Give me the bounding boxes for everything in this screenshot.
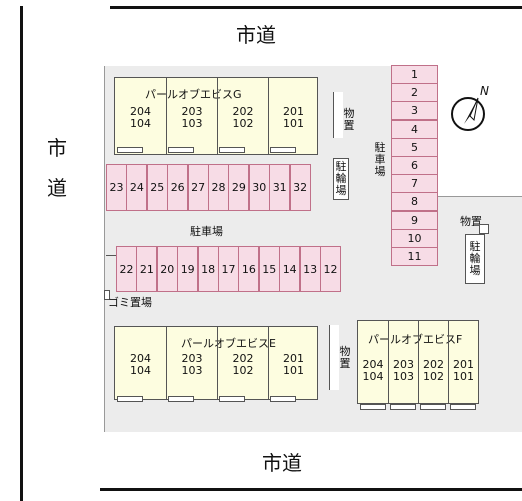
stair-e-2	[168, 396, 194, 402]
parking-space-24: 24	[126, 164, 148, 211]
parking-space-2: 2	[391, 83, 438, 103]
unit-e-1: 204 104	[130, 352, 151, 377]
parking-space-5: 5	[391, 137, 438, 157]
compass-letter: N	[480, 84, 489, 98]
parking-row-bottom-tick	[106, 255, 116, 256]
parking-space-17: 17	[218, 246, 239, 292]
parking-space-6: 6	[391, 156, 438, 175]
unit-f-2: 203 103	[388, 321, 418, 403]
parking-space-32: 32	[289, 164, 311, 211]
site-notch	[437, 66, 522, 197]
garbage-label: ゴミ置場	[108, 296, 152, 309]
stair-g-4	[270, 147, 296, 153]
parking-space-19: 19	[177, 246, 199, 292]
parking-space-21: 21	[136, 246, 158, 292]
stair-g-1	[117, 147, 143, 153]
parking-space-7: 7	[391, 174, 438, 194]
parking-space-18: 18	[197, 246, 219, 292]
road-left-line	[20, 6, 23, 501]
unit-f-4: 201 101	[448, 321, 478, 403]
bike-parking-1: 駐輪場	[333, 158, 349, 200]
parking-space-11: 11	[391, 247, 438, 266]
road-bottom-label: 市道	[262, 451, 302, 475]
unit-f-1: 204 104	[362, 358, 384, 383]
parking-space-4: 4	[391, 119, 438, 139]
storage-2	[329, 325, 339, 390]
parking-space-12: 12	[320, 246, 341, 292]
stair-e-4	[270, 396, 296, 402]
stair-e-1	[117, 396, 143, 402]
unit-e-3: 202 102	[217, 327, 268, 399]
storage-1-label: 物置	[343, 107, 355, 132]
storage-2-label: 物置	[339, 345, 351, 370]
parking-space-30: 30	[248, 164, 270, 211]
parking-label: 駐車場	[190, 225, 223, 238]
parking-space-26: 26	[167, 164, 189, 211]
stair-f-2	[390, 404, 416, 410]
parking-right-label: 駐車場	[374, 141, 386, 178]
parking-space-27: 27	[187, 164, 209, 211]
parking-space-28: 28	[208, 164, 229, 211]
storage-3-label: 物置	[460, 215, 482, 228]
parking-space-29: 29	[228, 164, 250, 211]
parking-space-8: 8	[391, 192, 438, 212]
building-f: パールオブエビスF 204 104 203 103 202 102 201 10…	[357, 320, 479, 404]
stair-f-3	[420, 404, 446, 410]
parking-space-23: 23	[106, 164, 127, 211]
stair-g-2	[168, 147, 194, 153]
unit-g-1: 204 104	[130, 105, 151, 130]
bike-parking-2: 駐輪場	[465, 234, 485, 284]
parking-space-1: 1	[391, 65, 438, 84]
storage-3-box	[479, 224, 489, 234]
stair-g-3	[219, 147, 245, 153]
unit-g-4: 201 101	[268, 78, 318, 154]
unit-e-2: 203 103	[166, 327, 217, 399]
unit-e-4: 201 101	[268, 327, 318, 399]
parking-space-15: 15	[258, 246, 280, 292]
parking-space-14: 14	[279, 246, 301, 292]
unit-g-2: 203 103	[166, 78, 217, 154]
unit-g-3: 202 102	[217, 78, 268, 154]
road-bottom-line	[100, 488, 522, 491]
stair-f-1	[360, 404, 386, 410]
parking-space-25: 25	[146, 164, 168, 211]
stair-e-3	[219, 396, 245, 402]
road-left-label: 市道	[47, 136, 67, 200]
garbage-marker	[104, 290, 110, 300]
storage-1	[333, 92, 343, 138]
parking-space-9: 9	[391, 210, 438, 230]
parking-space-31: 31	[269, 164, 291, 211]
parking-space-10: 10	[391, 228, 438, 248]
building-f-name: パールオブエビスF	[368, 333, 463, 346]
parking-space-3: 3	[391, 101, 438, 121]
parking-space-16: 16	[238, 246, 260, 292]
building-e-name: パールオブエビスE	[181, 337, 276, 350]
parking-space-20: 20	[156, 246, 178, 292]
unit-f-3: 202 102	[418, 321, 448, 403]
building-g: パールオブエビスG 204 104 203 103 202 102 201 10…	[114, 77, 318, 155]
stair-f-4	[450, 404, 476, 410]
building-e: パールオブエビスE 204 104 203 103 202 102 201 10…	[114, 326, 318, 400]
compass-icon	[451, 97, 485, 131]
road-top-line	[110, 6, 522, 9]
road-top-label: 市道	[236, 23, 276, 47]
parking-space-22: 22	[116, 246, 137, 292]
parking-space-13: 13	[299, 246, 321, 292]
